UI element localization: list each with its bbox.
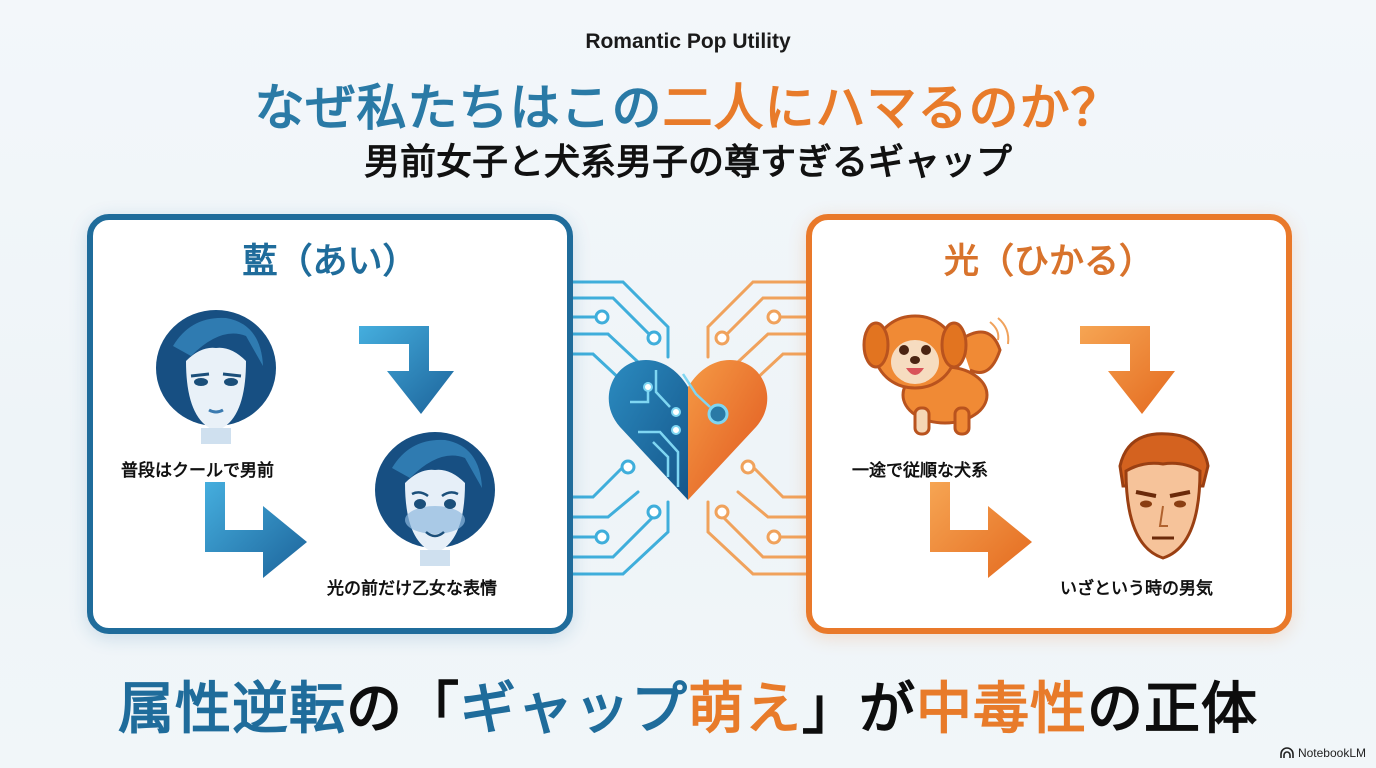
footer-part: ギャップ bbox=[460, 677, 688, 742]
circuit-heart-icon bbox=[566, 262, 810, 622]
notebooklm-brand: NotebookLM bbox=[1280, 746, 1366, 760]
arrow-down-icon bbox=[1080, 326, 1200, 420]
footer-part: 属性逆転 bbox=[118, 677, 346, 742]
panel-title-ai: 藍（あい） bbox=[242, 242, 418, 282]
footer-part: 中毒性 bbox=[916, 677, 1087, 742]
panel-hikaru: 光（ひかる） 一途で従順な犬系 bbox=[806, 214, 1292, 634]
caption-maiden: 光の前だけ乙女な表情 bbox=[327, 579, 497, 599]
conclusion-statement: 属性逆転の「ギャップ萌え」が中毒性の正体 bbox=[0, 670, 1376, 750]
footer-part: の「 bbox=[346, 677, 460, 742]
panel-title-hikaru: 光（ひかる） bbox=[943, 242, 1154, 282]
blushing-woman-face-icon bbox=[369, 428, 501, 572]
arrow-down-icon bbox=[359, 326, 479, 420]
kicker: Romantic Pop Utility bbox=[585, 30, 791, 53]
caption-manliness: いざという時の男気 bbox=[1060, 579, 1213, 599]
brand-label: NotebookLM bbox=[1297, 746, 1366, 760]
puppy-icon bbox=[860, 300, 1020, 444]
subtitle: 男前女子と犬系男子の尊すぎるギャップ bbox=[363, 142, 1012, 183]
title-part-orange: 二人にハマるのか？ bbox=[662, 79, 1122, 137]
page-title: なぜ私たちはこの二人にハマるのか？ bbox=[0, 78, 1376, 138]
panel-ai: 藍（あい） 普段はクールで男前 光の前だけ乙女な表情 bbox=[87, 214, 573, 634]
arrow-right-icon bbox=[205, 482, 315, 584]
caption-cool: 普段はクールで男前 bbox=[121, 461, 274, 481]
determined-man-face-icon bbox=[1108, 426, 1218, 570]
footer-part: 萌え bbox=[688, 677, 802, 742]
footer-part: の正体 bbox=[1087, 677, 1258, 742]
footer-part: 」が bbox=[802, 677, 916, 742]
cool-woman-face-icon bbox=[151, 306, 281, 450]
notebooklm-logo-icon bbox=[1280, 747, 1294, 758]
arrow-right-icon bbox=[930, 482, 1040, 584]
title-part-blue: なぜ私たちはこの bbox=[254, 79, 663, 137]
caption-devoted: 一途で従順な犬系 bbox=[852, 461, 988, 481]
